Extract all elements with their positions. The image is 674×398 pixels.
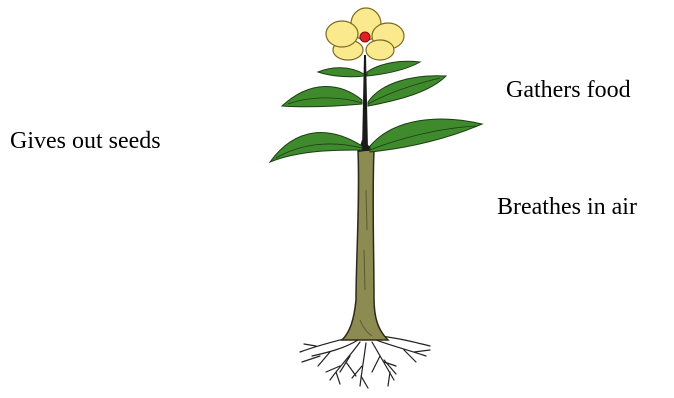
roots <box>300 336 430 388</box>
leaf-upper-left <box>318 68 364 77</box>
leaf-middle-right <box>368 76 446 106</box>
flower <box>326 8 404 60</box>
label-gives-out-seeds: Gives out seeds <box>10 129 161 153</box>
stem-upper <box>362 55 368 150</box>
leaf-lower-right <box>370 119 482 152</box>
label-breathes-in-air: Breathes in air <box>497 195 637 219</box>
label-gathers-food: Gathers food <box>506 78 631 102</box>
leaf-upper-right <box>367 61 420 76</box>
leaf-lower-left <box>270 133 362 162</box>
leaf-middle-left <box>282 86 362 106</box>
stem-lower <box>342 150 388 340</box>
